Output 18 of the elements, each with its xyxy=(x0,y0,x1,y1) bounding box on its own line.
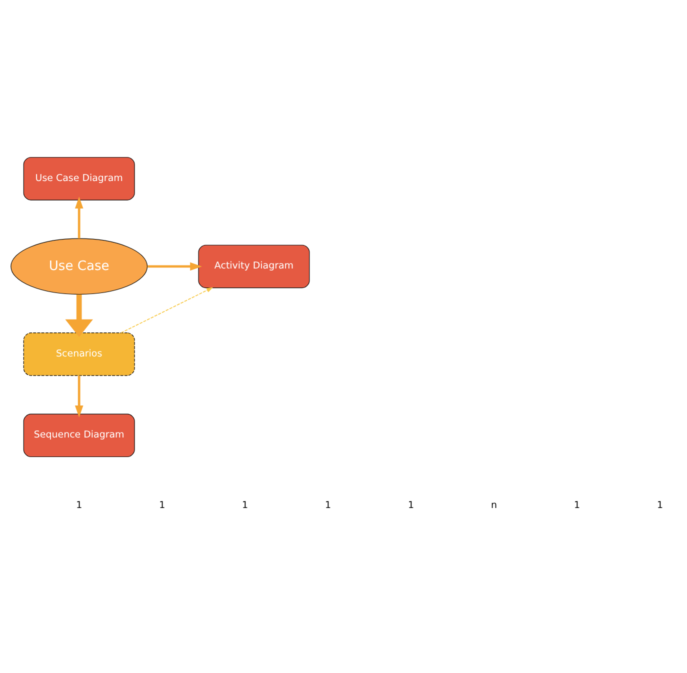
label: 1 xyxy=(657,500,664,511)
label: 1 xyxy=(76,500,82,511)
node-ellipse: Use Case xyxy=(10,238,148,294)
label: 1 xyxy=(159,500,166,511)
node-box: Sequence Diagram xyxy=(23,413,135,457)
node-box: Use Case Diagram xyxy=(23,156,135,200)
arrow xyxy=(74,375,84,417)
label: 1 xyxy=(408,500,414,511)
label: 1 xyxy=(242,500,248,511)
arrow xyxy=(120,286,214,333)
arrow xyxy=(65,294,93,337)
arrow xyxy=(147,262,202,270)
label: 1 xyxy=(325,500,332,511)
node-box: Scenarios xyxy=(23,332,135,376)
label: n xyxy=(491,500,498,511)
arrow xyxy=(74,196,84,238)
node-box: Activity Diagram xyxy=(198,244,310,288)
label: 1 xyxy=(574,500,580,511)
